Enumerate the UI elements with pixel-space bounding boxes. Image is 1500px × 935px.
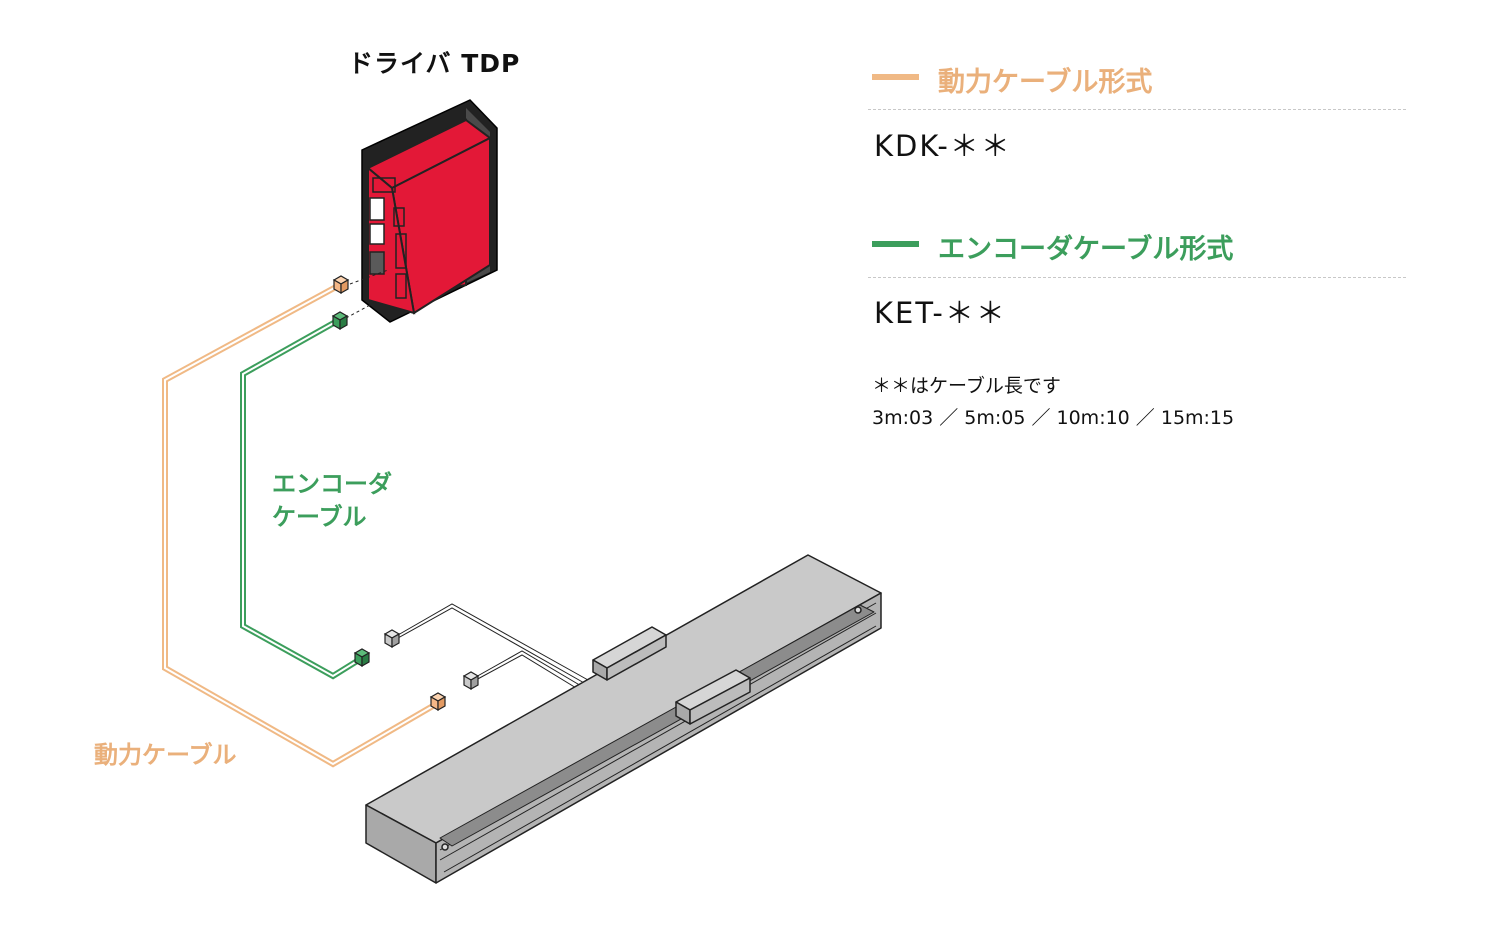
power-connector-actuator (429, 692, 447, 712)
encoder-connector-actuator (353, 648, 371, 668)
power-legend-swatch (872, 74, 919, 80)
length-note: ＊＊はケーブル長です 3m:03 ／ 5m:05 ／ 10m:10 ／ 15m:… (872, 370, 1234, 434)
power-cable (162, 284, 440, 768)
length-note-line2: 3m:03 ／ 5m:05 ／ 10m:10 ／ 15m:15 (872, 407, 1235, 429)
driver-unit (345, 99, 498, 323)
encoder-legend-divider (868, 277, 1406, 278)
power-legend-code: KDK-＊＊ (874, 129, 1012, 163)
encoder-cable-label-line2: ケーブル (272, 503, 367, 531)
driver-label: ドライバ TDP (348, 49, 521, 78)
actuator-pigtails (397, 603, 589, 695)
encoder-connector-driver (331, 311, 349, 331)
power-connector-driver (332, 275, 350, 295)
power-legend-divider (868, 109, 1406, 110)
actuator-connector-b (462, 671, 480, 691)
encoder-cable-label-line1: エンコーダ (272, 470, 392, 498)
actuator-connector-a (383, 629, 401, 649)
power-cable-label: 動力ケーブル (94, 741, 237, 769)
power-legend-heading: 動力ケーブル形式 (938, 67, 1153, 98)
encoder-legend-heading: エンコーダケーブル形式 (938, 234, 1234, 265)
linear-actuator (365, 554, 882, 884)
encoder-legend-code: KET-＊＊ (874, 296, 1007, 330)
encoder-legend-swatch (872, 241, 919, 247)
encoder-cable-label: エンコーダ ケーブル (272, 468, 392, 534)
encoder-cable (240, 317, 364, 680)
length-note-line1: ＊＊はケーブル長です (872, 375, 1061, 397)
